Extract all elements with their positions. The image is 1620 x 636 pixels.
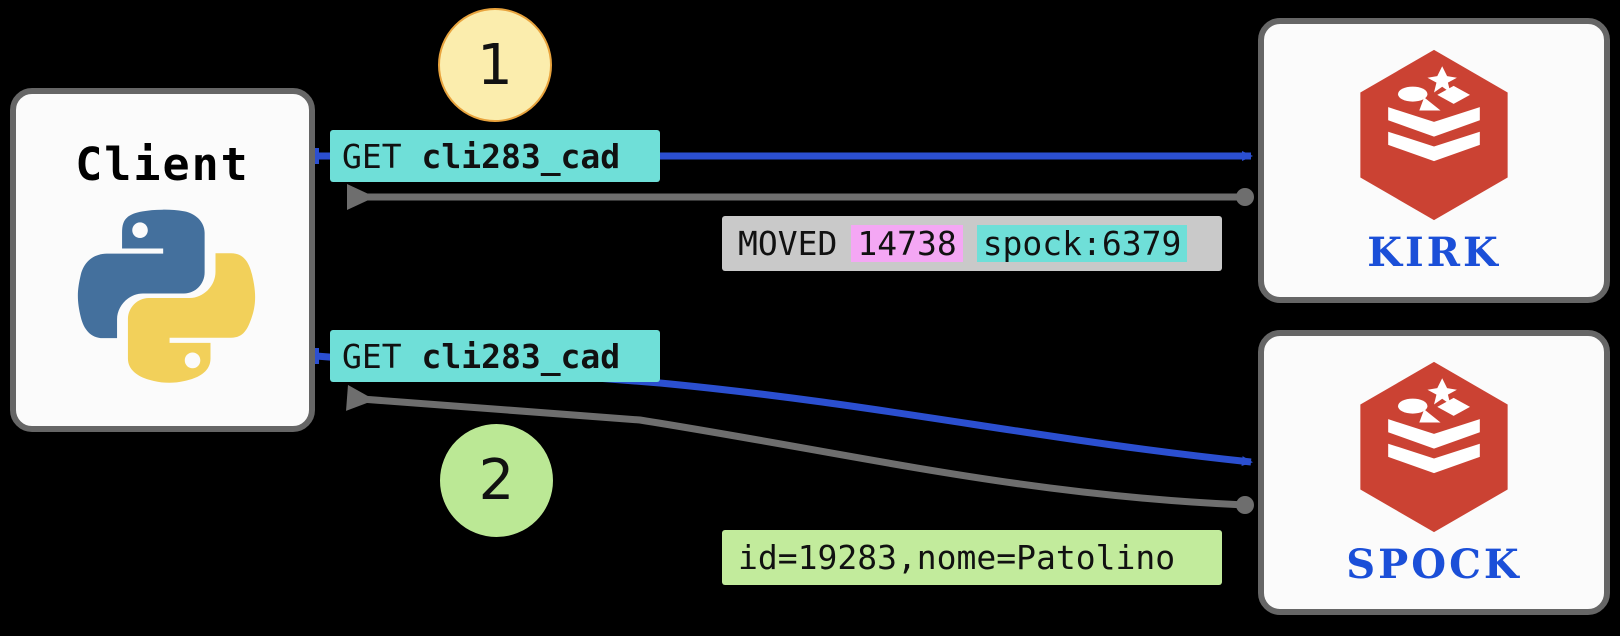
request-verb-2: GET <box>342 336 422 376</box>
step-badge-2: 2 <box>440 424 553 537</box>
spock-label: SPOCK <box>1346 541 1522 588</box>
spock-node[interactable]: SPOCK <box>1258 330 1610 615</box>
value-text: id=19283,nome=Patolino <box>738 538 1176 577</box>
moved-target: spock:6379 <box>976 225 1188 262</box>
kirk-label: KIRK <box>1367 229 1501 276</box>
request-label-2: GET cli283_cad <box>330 330 660 382</box>
moved-command: MOVED <box>738 224 838 263</box>
moved-redirect-label: MOVED 14738 spock:6379 <box>722 216 1222 271</box>
request-key-1: cli283_cad <box>421 136 621 176</box>
request-label-1: GET cli283_cad <box>330 130 660 182</box>
client-node[interactable]: Client <box>10 88 315 432</box>
client-label: Client <box>75 137 250 191</box>
request-key-2: cli283_cad <box>421 336 621 376</box>
moved-slot: 14738 <box>851 225 963 262</box>
redis-logo <box>1344 45 1524 225</box>
python-logo <box>68 199 258 389</box>
redis-logo <box>1344 357 1524 537</box>
kirk-node[interactable]: KIRK <box>1258 18 1610 303</box>
step-badge-1: 1 <box>438 8 552 122</box>
value-payload-label: id=19283,nome=Patolino <box>722 530 1222 585</box>
request-verb-1: GET <box>342 136 422 176</box>
